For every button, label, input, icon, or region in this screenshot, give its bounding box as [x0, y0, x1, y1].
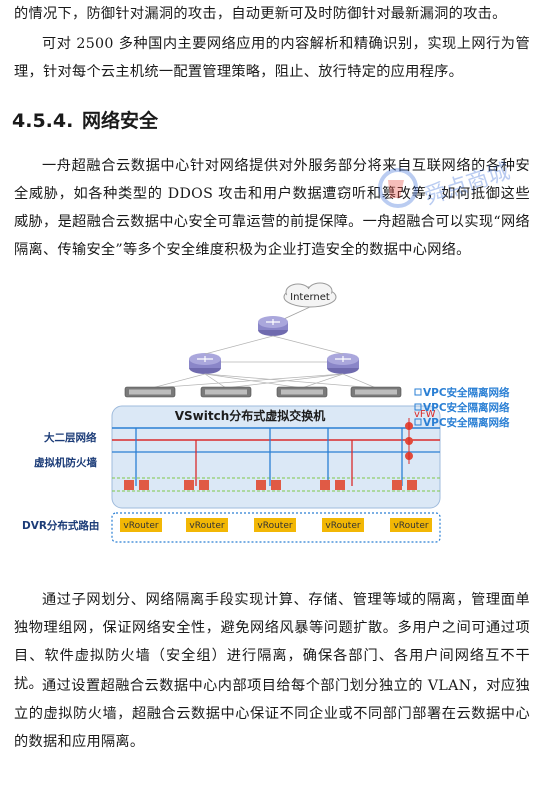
dvr-routing-label: DVR分布式路由 — [22, 519, 99, 532]
vfw-firewall-icon — [405, 418, 413, 464]
vpc-label: VPC安全隔离网络 — [423, 386, 510, 399]
aggregation-router-left-icon — [189, 353, 221, 374]
aggregation-router-right-icon — [327, 353, 359, 374]
vrouter-icon — [120, 518, 162, 532]
layer2-network-label: 大二层网络 — [44, 431, 97, 444]
vrouter-icon — [390, 518, 432, 532]
internet-cloud-icon: Internet — [283, 282, 337, 308]
paragraph-continued: 的情况下，防御针对漏洞的攻击，自动更新可及时防御针对最新漏洞的攻击。 — [14, 6, 507, 22]
switch-icon — [124, 386, 176, 398]
switch-icon — [276, 386, 328, 398]
vpc-label: VPC安全隔离网络 — [423, 401, 510, 414]
vrouter-label: vRouter — [189, 521, 224, 531]
dvr-frame — [111, 512, 441, 543]
network-diagram: Internet — [22, 282, 510, 543]
paragraph-vlan: 通过设置超融合云数据中心内部项目给每个部门划分独立的 VLAN，对应独立的虚拟防… — [14, 678, 530, 750]
vrouter-label: vRouter — [393, 521, 428, 531]
internet-label: Internet — [290, 292, 330, 303]
switch-icon — [350, 386, 402, 398]
section-title: 网络安全 — [82, 110, 159, 132]
switch-icon — [200, 386, 252, 398]
watermark-logo: 舜点商城 — [378, 159, 513, 210]
vpc-label: VPC安全隔离网络 — [423, 416, 510, 429]
vswitch-label: VSwitch分布式虚拟交换机 — [175, 408, 326, 423]
paragraph-app-recognition: 可对 2500 多种国内主要网络应用的内容解析和精确识别，实现上网行为管理，针对… — [14, 36, 530, 80]
vrouter-label: vRouter — [123, 521, 158, 531]
vm-firewall-icons — [124, 480, 417, 490]
watermark-text: 舜点商城 — [422, 159, 513, 210]
vfw-label: vFW — [414, 409, 436, 420]
vrouter-icon — [254, 518, 296, 532]
vrouter-icon — [186, 518, 228, 532]
vrouter-icon — [322, 518, 364, 532]
core-router-icon — [258, 316, 288, 336]
paragraph-network-security: 一舟超融合云数据中心针对网络提供对外服务部分将来自互联网络的各种安全威胁，如各种… — [14, 158, 530, 258]
section-heading: 4.5.4. 网络安全 — [12, 106, 158, 133]
section-number: 4.5.4. — [12, 110, 74, 132]
paragraph-isolation: 通过子网划分、网络隔离手段实现计算、存储、管理等域的隔离，管理面单独物理组网，保… — [14, 592, 530, 692]
vrouter-label: vRouter — [325, 521, 360, 531]
vrouter-label: vRouter — [257, 521, 292, 531]
vm-firewall-label: 虚拟机防火墙 — [34, 456, 97, 469]
